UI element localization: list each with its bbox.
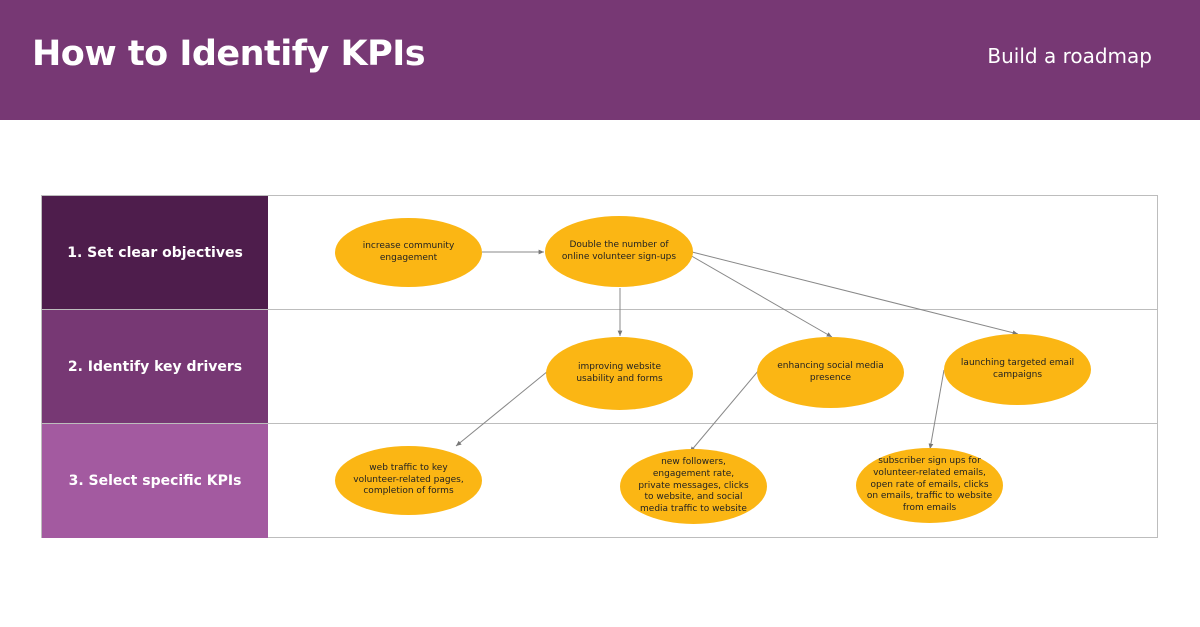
edge-website-webkpi: [455, 370, 549, 447]
header-banner: How to Identify KPIs Build a roadmap: [0, 0, 1200, 120]
row-drivers: 2. Identify key drivers: [42, 310, 1157, 424]
row-label-drivers: 2. Identify key drivers: [42, 310, 268, 423]
row-kpis: 3. Select specific KPIs: [42, 424, 1157, 538]
edge-email-emailkpi: [928, 369, 945, 450]
kpi-board: 1. Set clear objectives 2. Identify key …: [41, 195, 1158, 538]
node-targeted-email-campaigns: launching targeted email campaigns: [944, 334, 1091, 405]
page-subtitle: Build a roadmap: [987, 44, 1152, 68]
page-title: How to Identify KPIs: [32, 34, 426, 74]
edge-double-email: [691, 251, 1019, 336]
node-double-volunteer-signups: Double the number of online volunteer si…: [545, 216, 693, 287]
node-increase-community-engagement: increase community engagement: [335, 218, 482, 287]
node-kpi-web-traffic: web traffic to key volunteer-related pag…: [335, 446, 482, 515]
node-enhancing-social-media: enhancing social media presence: [757, 337, 904, 408]
edge-social-socialkpi: [689, 369, 760, 453]
node-improving-website-usability: improving website usability and forms: [546, 337, 693, 410]
node-kpi-email: subscriber sign ups for volunteer-relate…: [856, 448, 1003, 523]
row-label-kpis: 3. Select specific KPIs: [42, 424, 268, 538]
node-kpi-social-media: new followers, engagement rate, private …: [620, 449, 767, 524]
row-label-objectives: 1. Set clear objectives: [42, 196, 268, 309]
edge-double-social: [687, 253, 833, 338]
row-objectives: 1. Set clear objectives: [42, 196, 1157, 310]
